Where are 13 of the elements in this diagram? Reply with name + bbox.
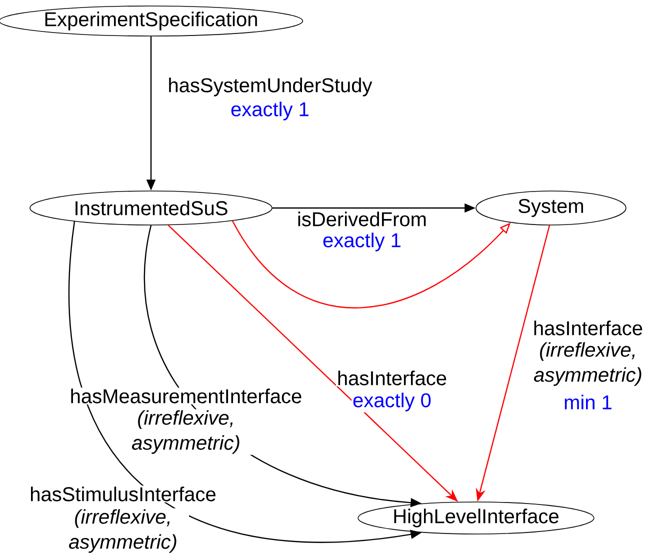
property-label: (irreflexive, asymmetric) <box>120 409 252 455</box>
edge-label: hasSystemUnderStudy <box>166 76 374 98</box>
edge-label: isDerivedFrom <box>296 210 428 228</box>
cardinality-label: min 1 <box>562 394 614 410</box>
edge-label: hasInterface <box>532 320 644 336</box>
property-label: (irreflexive, asymmetric) <box>57 508 189 554</box>
edge-label: hasStimulusInterface <box>28 486 218 502</box>
edge-label: hasMeasurementInterface <box>68 388 304 404</box>
cardinality-label: exactly 1 <box>322 232 402 252</box>
edge-label: hasInterface <box>336 370 448 386</box>
property-label: (irreflexive, asymmetric) <box>522 341 651 387</box>
cardinality-label: exactly 0 <box>352 392 432 412</box>
cardinality-label: exactly 1 <box>230 100 310 122</box>
